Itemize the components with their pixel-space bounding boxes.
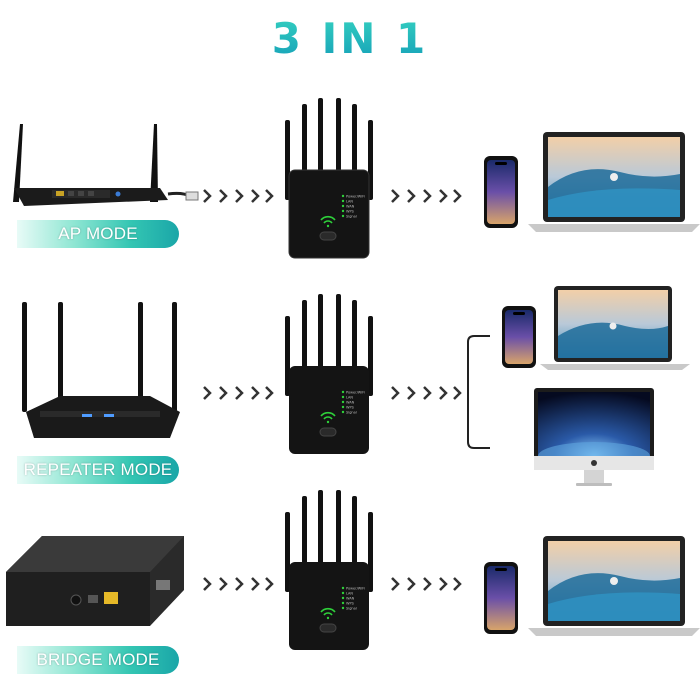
bridge-mode-badge: BRIDGE MODE: [17, 646, 179, 674]
phone-icon: [484, 562, 518, 634]
led-label: Signal: [346, 215, 357, 219]
extender-icon: Power/WiFi LAN WAN WPS Signal: [285, 490, 373, 650]
desktop-icon: [534, 388, 654, 486]
led-label: WAN: [346, 401, 355, 405]
phone-icon: [484, 156, 518, 228]
laptop-icon: [540, 286, 690, 370]
led-label: WPS: [346, 210, 355, 214]
led-label: WPS: [346, 406, 355, 410]
page-title: 3 IN 1: [0, 14, 700, 63]
chevron-right-icon: [203, 386, 274, 400]
led-label: Power/WiFi: [346, 195, 365, 199]
led-label: Signal: [346, 411, 357, 415]
bracket: [467, 335, 490, 449]
chevron-right-icon: [391, 386, 462, 400]
modem-icon: [6, 536, 184, 626]
led-label: Signal: [346, 607, 357, 611]
wifi-icon: [320, 215, 336, 228]
ap-mode-badge: AP MODE: [17, 220, 179, 248]
ap-mode-row: Power/WiFi LAN WAN WPS Signal: [0, 92, 700, 282]
chevron-right-icon: [391, 577, 462, 591]
chevron-right-icon: [203, 577, 274, 591]
laptop-icon: [528, 536, 700, 636]
led-label: LAN: [346, 396, 353, 400]
router-icon: [13, 124, 199, 206]
led-label: WAN: [346, 597, 355, 601]
extender-icon: Power/WiFi LAN WAN WPS Signal: [285, 98, 373, 259]
bridge-mode-row: Power/WiFi LAN WAN WPS Signal: [0, 490, 700, 680]
led-label: WPS: [346, 602, 355, 606]
phone-icon: [502, 306, 536, 368]
wifi-icon: [320, 411, 336, 424]
router-icon: [22, 302, 180, 438]
led-label: Power/WiFi: [346, 391, 365, 395]
repeater-mode-badge: REPEATER MODE: [17, 456, 179, 484]
chevron-right-icon: [203, 189, 274, 203]
led-label: WAN: [346, 205, 355, 209]
laptop-icon: [528, 132, 700, 232]
led-label: Power/WiFi: [346, 587, 365, 591]
chevron-right-icon: [391, 189, 462, 203]
led-label: LAN: [346, 200, 353, 204]
wifi-icon: [320, 607, 336, 620]
led-label: LAN: [346, 592, 353, 596]
extender-icon: Power/WiFi LAN WAN WPS Signal: [285, 294, 373, 454]
repeater-mode-row: Power/WiFi LAN WAN WPS Signal: [0, 286, 700, 486]
